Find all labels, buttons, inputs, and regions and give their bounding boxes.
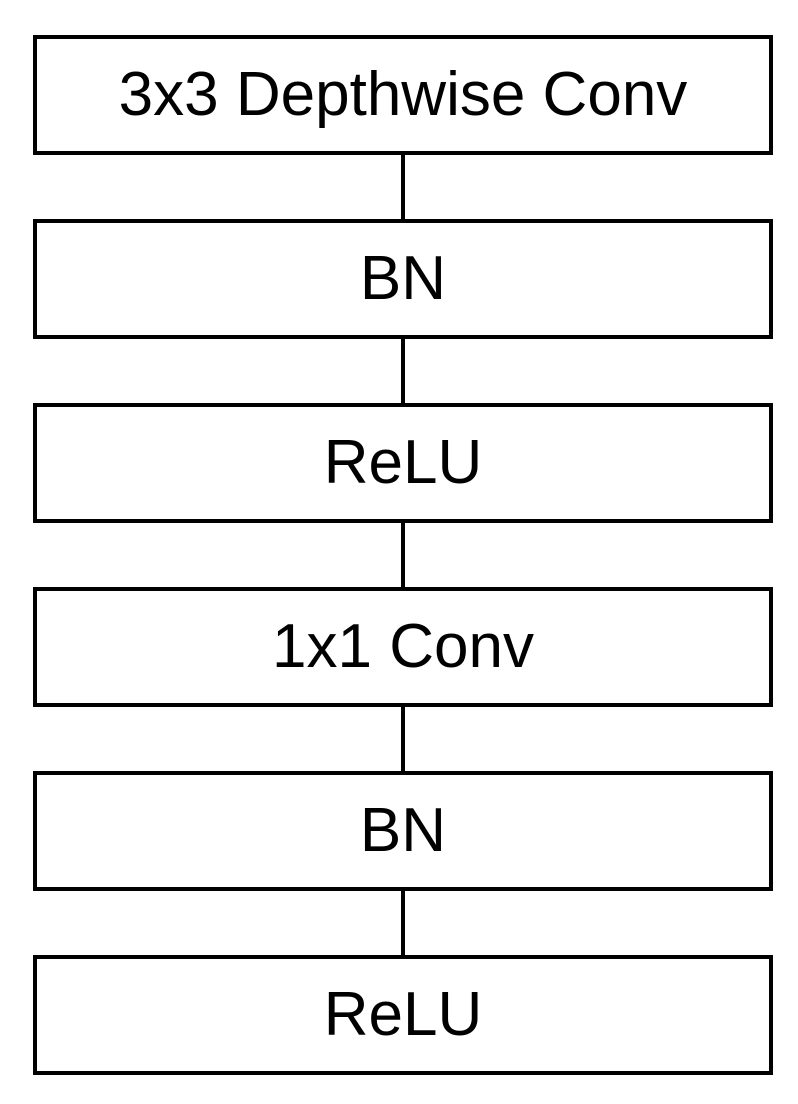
connector-bn-to-relu — [401, 339, 405, 403]
block-batchnorm-2: BN — [33, 771, 773, 891]
connector-depthwise-to-bn — [401, 155, 405, 219]
block-pointwise-conv: 1x1 Conv — [33, 587, 773, 707]
block-relu-2: ReLU — [33, 955, 773, 1075]
block-batchnorm-1: BN — [33, 219, 773, 339]
connector-relu-to-pointwise — [401, 523, 405, 587]
connector-bn-to-relu-final — [401, 891, 405, 955]
block-depthwise-conv: 3x3 Depthwise Conv — [33, 35, 773, 155]
connector-pointwise-to-bn — [401, 707, 405, 771]
block-relu-1: ReLU — [33, 403, 773, 523]
